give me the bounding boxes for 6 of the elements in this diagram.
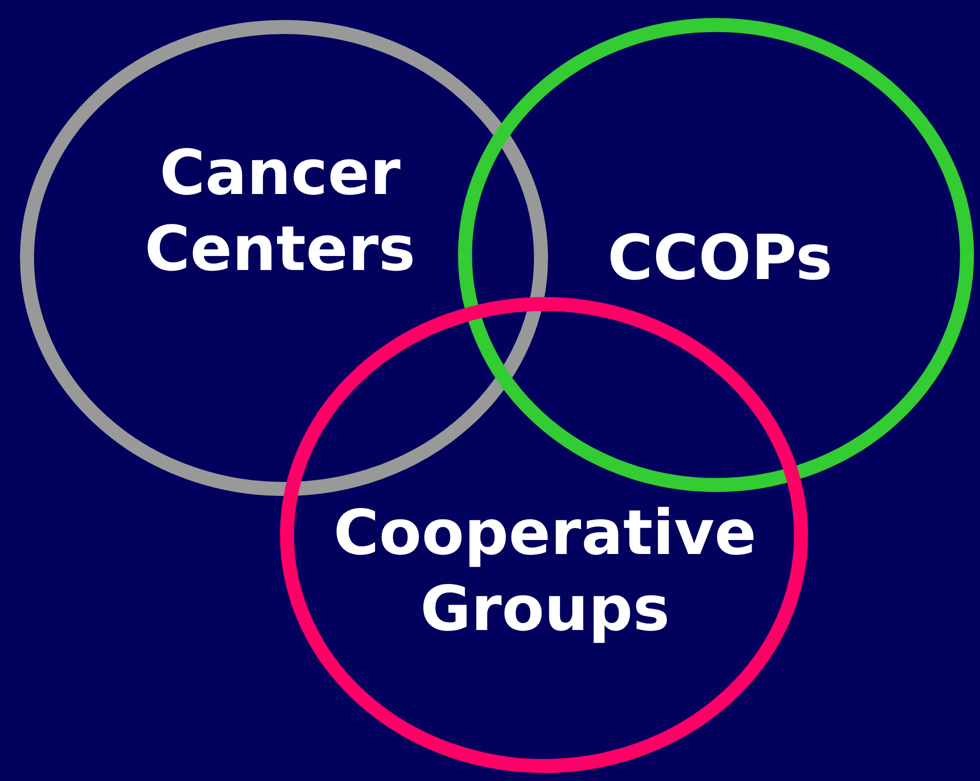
circle-label: CCOPs bbox=[606, 220, 834, 296]
circle-label: Cooperative Groups bbox=[332, 495, 758, 646]
venn-circle bbox=[458, 18, 974, 492]
venn-circle bbox=[20, 20, 548, 496]
venn-circle bbox=[280, 297, 808, 773]
circle-label: Cancer Centers bbox=[144, 135, 416, 286]
